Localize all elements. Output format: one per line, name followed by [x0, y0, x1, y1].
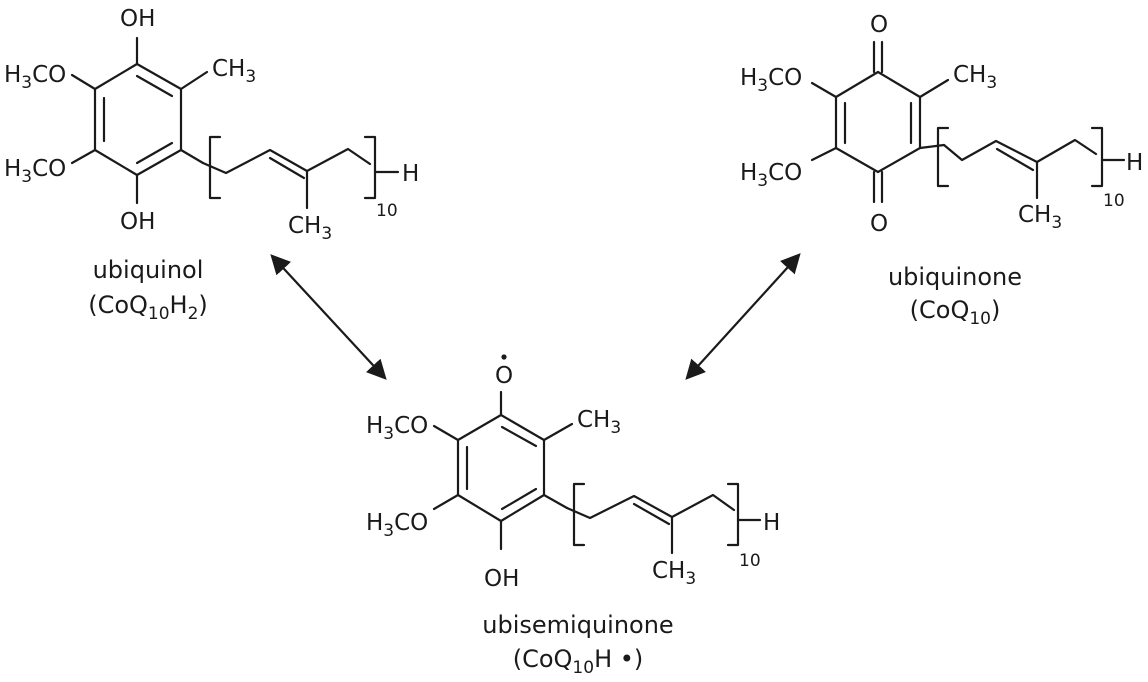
left-equilibrium-arrow [270, 254, 387, 380]
ring-double-bond [135, 141, 174, 165]
ring-double-bond [500, 487, 538, 511]
bond [70, 148, 97, 165]
right-bracket [363, 135, 377, 200]
ch3-label: CH3 [652, 558, 696, 589]
bond [918, 143, 946, 150]
ubiquinone-ring [834, 70, 922, 174]
h3co-label: H3CO [366, 510, 428, 541]
bond [179, 148, 205, 165]
oh-label: OH [120, 209, 155, 235]
h3co-label: H3CO [4, 156, 66, 187]
chain-double-bond [268, 156, 306, 180]
h-label: H [402, 161, 419, 187]
ch3-label: CH3 [577, 407, 621, 438]
o-label: O [870, 12, 888, 38]
o-radical-label: O [495, 363, 513, 389]
ubisemiquinone-ring [456, 413, 546, 523]
right-bracket [726, 482, 740, 547]
ch3-label: CH3 [953, 62, 997, 93]
bond [432, 424, 460, 442]
left-bracket [572, 482, 586, 547]
h-label: H [1126, 150, 1143, 176]
ubisemiquinone-name: ubisemiquinone [482, 611, 673, 639]
bond [542, 422, 574, 442]
ubiquinol-formula: (CoQ10H2) [88, 291, 208, 324]
chain-double-bond [995, 147, 1035, 172]
radical-dot [501, 354, 507, 360]
ubiquinol-structure: OH OH H3CO H3CO CH3 CH3 H 10 ubiquinol (… [4, 6, 419, 324]
ubiquinone-formula: (CoQ10) [910, 296, 1001, 329]
right-equilibrium-arrow [685, 253, 801, 380]
isoprene-chain [201, 147, 372, 175]
repeat-count: 10 [376, 201, 398, 221]
bond [70, 73, 97, 91]
repeat-count: 10 [739, 551, 761, 571]
oh-label: OH [484, 566, 519, 592]
h3co-label: H3CO [366, 413, 428, 444]
left-bracket [208, 135, 222, 200]
bond [179, 70, 209, 91]
h3co-label: H3CO [4, 62, 66, 93]
isoprene-chain [565, 493, 736, 520]
ubiquinol-ring [93, 62, 183, 177]
ring-double-bond [135, 74, 174, 98]
ubisemiquinone-formula: (CoQ10H •) [513, 645, 644, 678]
ubiquinol-name: ubiquinol [93, 256, 204, 284]
bond [918, 78, 950, 99]
left-bracket [936, 126, 950, 188]
o-label: O [870, 211, 888, 237]
right-bracket [1090, 126, 1104, 188]
ch3-label: CH3 [288, 213, 332, 244]
bond [810, 146, 838, 162]
repeat-count: 10 [1103, 191, 1125, 211]
ubisemiquinone-structure: O OH H3CO H3CO CH3 CH3 H 10 ubisemiquino… [366, 354, 780, 678]
ubiquinone-structure: O O H3CO H3CO CH3 CH3 H 10 ubiquinone (C… [740, 12, 1143, 329]
bond [810, 81, 838, 99]
h3co-label: H3CO [740, 65, 802, 96]
ubiquinone-name: ubiquinone [888, 263, 1022, 291]
chain-double-bond [632, 502, 671, 526]
ring-double-bond [500, 425, 538, 448]
oh-label: OH [120, 6, 155, 32]
ch3-label: CH3 [212, 56, 256, 87]
isoprene-chain [942, 138, 1098, 164]
ch3-label: CH3 [1018, 202, 1062, 233]
bond [432, 493, 460, 511]
h-label: H [763, 510, 780, 536]
bond [542, 493, 569, 510]
h3co-label: H3CO [740, 160, 802, 191]
